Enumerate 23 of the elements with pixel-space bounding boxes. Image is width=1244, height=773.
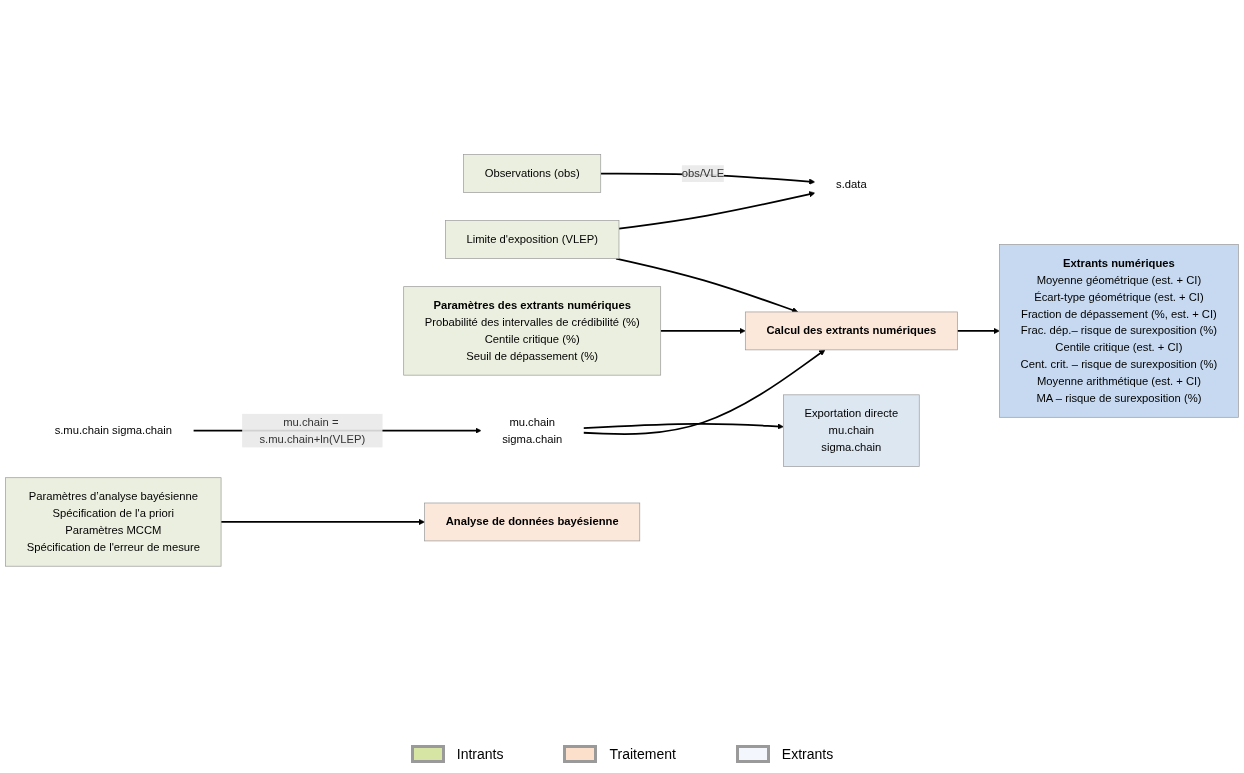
node-box: Paramètres des extrants numériques Probabilité des intervalles de crédibilité (%) Centile critique (%) Seuil de dépassement (%) — [403, 285, 662, 376]
node-box: Observations (obs) — [463, 153, 602, 193]
arrow — [220, 518, 425, 525]
legend-label: Intrants — [456, 746, 504, 762]
node-box: Paramètres d’analyse bayésienne Spécification de l'a priori Paramètres MCCM Spécification de l'erreur de mesure — [5, 476, 222, 567]
node-box: Extrants numériques Moyenne géométrique (est. + CI) Écart-type géométrique (est. + CI) Fraction de dépassement (%, est. + CI) Frac. dép.– risque de surexposition (%) Centile critique (est. + CI) Cent. crit. – risque de surexposition (%) Moyenne arithmétique (est. + CI) MA – risque de surexposition (%) — [999, 243, 1239, 418]
arrow — [659, 327, 746, 334]
node-text: s.data — [836, 178, 867, 191]
edge-label: mu.chain = s.mu.chain+ln(VLEP) — [259, 415, 366, 445]
node-box: Limite d'exposition (VLEP) — [445, 219, 620, 259]
node-text: s.mu.chain sigma.chain — [54, 423, 173, 436]
node-text: mu.chain sigma.chain — [502, 415, 563, 445]
legend-label: Extrants — [781, 746, 834, 762]
node-box: Exportation directe mu.chain sigma.chain — [783, 394, 920, 467]
arrow — [615, 257, 799, 313]
node-box: Analyse de données bayésienne — [424, 502, 641, 541]
arrow — [618, 190, 816, 229]
legend-label: Traitement — [609, 746, 676, 762]
arrow — [956, 327, 1000, 334]
arrow — [582, 349, 826, 435]
edge-label: obs/VLE — [681, 166, 725, 179]
arrow — [582, 422, 784, 430]
node-box: Calcul des extrants numériques — [744, 311, 958, 350]
